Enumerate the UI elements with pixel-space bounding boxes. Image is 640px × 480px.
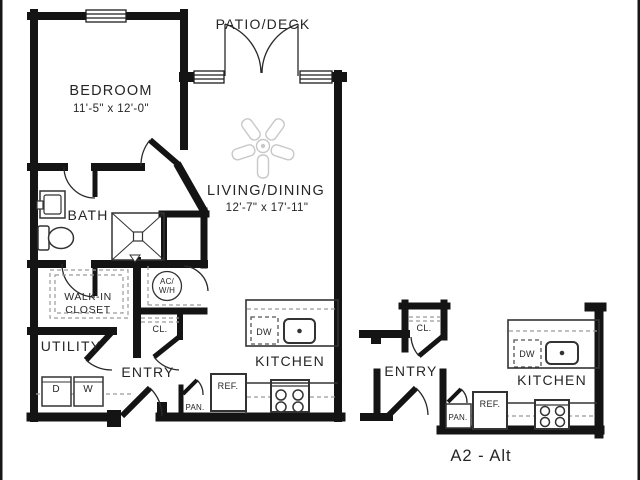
main-plan-windows [85,9,333,84]
pantry-door-arc [196,379,204,396]
right-edge-bar [637,0,640,480]
ac-water-heater-circle [151,270,183,302]
alt-kitchen-label: KITCHEN [517,372,587,388]
walkin-closet-label-1: WALK-IN [64,291,112,303]
alt-dishwasher-box [513,339,542,368]
utility-door-leaf [83,329,115,363]
ac-wh-label-2: W/H [159,286,175,295]
shower [111,212,165,263]
alt-closet-label: CL. [417,323,432,333]
washer-label: W [83,384,93,395]
alt-closet-door-leaf [417,334,445,358]
utility-label: UTILITY [41,338,102,354]
alt-dishwasher-label: DW [519,349,535,359]
main-plan-labels: PATIO/DECK BEDROOM 11'-5" x 12'-0" LIVIN… [41,16,325,412]
bedroom-window [85,9,127,23]
door-arcs-alt [410,336,468,416]
ac-wh-label-1: AC/ [160,277,175,286]
alt-wall-foot [371,338,381,344]
alt-closet-door-arc [410,336,420,357]
alt-stove [534,399,570,430]
bath-vanity-sink [36,190,66,219]
dryer-box [41,376,72,407]
patio-french-doors [224,23,299,76]
achw-door-arc [183,265,209,292]
plan-name-label: A2 - Alt [450,447,511,465]
alt-refrigerator-box [472,391,508,430]
alt-refrigerator-label: REF. [480,399,501,409]
closet-door-leaf [152,335,181,359]
ceiling-fan-icon [231,118,295,179]
entry-label: ENTRY [121,364,174,380]
door-leaves-main [83,137,199,419]
alt-plan-labels: CL. ENTRY PAN. REF. DW KITCHEN A2 - Alt [384,323,587,465]
refrigerator-box [210,373,247,412]
dishwasher-box [250,316,279,345]
alt-kitchen-island [507,319,600,369]
kitchen-sink [283,318,316,344]
walkin-door-arc [61,263,96,298]
main-plan-fixtures [36,190,339,414]
bedroom-door-leaf [148,137,181,168]
kitchen-island [245,299,339,347]
refrigerator-label: REF. [218,381,239,391]
main-plan-doors [61,23,299,419]
alt-pantry-door-leaf [446,387,463,404]
patio-window-left [193,70,225,84]
dishwasher-label: DW [256,327,272,337]
alt-plan-doors [386,334,468,418]
closet-label: CL. [153,324,168,334]
stove [270,379,310,413]
toilet [37,225,75,251]
alt-kitchen-sink [545,341,579,365]
alt-plan-fixtures [445,319,600,430]
walkin-shelving-inner [54,274,124,314]
pantry-door-leaf [181,378,199,396]
entry-door-leaf [119,385,153,419]
entry-door-arc [149,387,163,417]
bedroom-dimensions: 11'-5" x 12'-0" [73,103,149,115]
kitchen-label: KITCHEN [255,353,325,369]
alt-pantry-box [445,403,472,429]
door-arcs-main [61,23,299,417]
bath-label: BATH [67,207,108,223]
entry-wall-stub-left [107,410,121,427]
bedroom-door-arc [140,139,151,167]
kitchen-counter [245,382,338,414]
alt-pantry-label: PAN. [449,413,468,422]
alt-entry-door-arc [415,387,429,416]
shower-drain-mark [129,254,141,263]
door-leaves-alt [386,334,463,418]
walkin-shelving-outer [49,269,129,319]
alt-entry-door-leaf [386,385,419,418]
walkin-closet-label-2: CLOSET [65,304,111,316]
bedroom-label: BEDROOM [69,83,152,99]
utility-door-arc [85,359,113,371]
washer-box [73,376,104,407]
closet-door-arc [153,356,180,371]
pantry-label: PAN. [186,403,205,412]
living-dining-dimensions: 12'-7" x 17'-11" [226,202,309,214]
bath-door-arc [63,166,96,199]
alt-pantry-door-arc [460,388,468,404]
dryer-label: D [52,384,59,395]
left-edge-bar [0,0,3,480]
patio-window-right [299,70,333,84]
living-dining-label: LIVING/DINING [207,183,325,199]
alt-entry-label: ENTRY [384,363,437,379]
patio-deck-label: PATIO/DECK [216,16,311,32]
